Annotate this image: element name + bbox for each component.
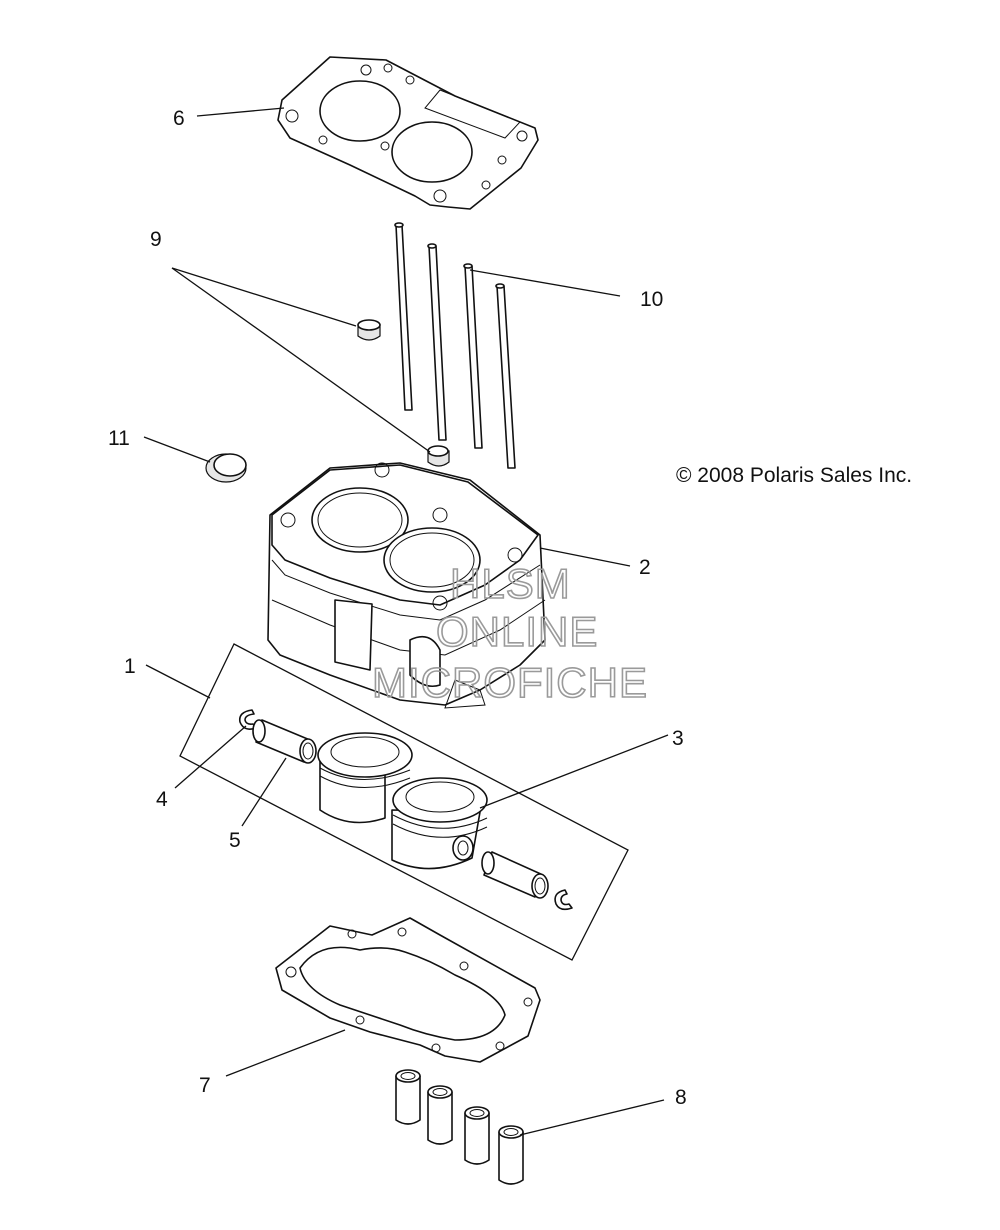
leader-lines: [143, 107, 669, 1136]
head-gasket: [277, 56, 539, 210]
callout-10: 10: [640, 288, 663, 311]
pistons: [317, 732, 488, 870]
base-gasket: [275, 917, 541, 1063]
piston-kit-frame: [179, 643, 629, 961]
dowel-sleeves: [395, 1069, 524, 1185]
callout-7: 7: [199, 1074, 211, 1097]
cylinder-block: [267, 462, 546, 709]
wrist-pins: [252, 719, 549, 899]
callout-1: 1: [124, 655, 136, 678]
callout-8: 8: [675, 1086, 687, 1109]
callout-6: 6: [173, 107, 185, 130]
watermark-line-1: HLSM: [450, 560, 571, 607]
callout-5: 5: [229, 829, 241, 852]
callout-3: 3: [672, 727, 684, 750]
watermark: HLSM ONLINE MICROFICHE: [371, 559, 648, 707]
cylinder-plug: [205, 453, 247, 483]
callouts: 6 9 10 11 2 1 3 4 5 7 8: [108, 107, 687, 1109]
copyright-text: © 2008 Polaris Sales Inc.: [676, 464, 912, 487]
watermark-line-3: MICROFICHE: [372, 659, 648, 706]
dowel-pins: [357, 319, 450, 467]
watermark-line-2: ONLINE: [436, 608, 598, 655]
callout-9: 9: [150, 228, 162, 251]
callout-11: 11: [108, 427, 130, 450]
callout-2: 2: [639, 556, 651, 579]
cylinder-studs: [394, 222, 516, 469]
callout-4: 4: [156, 788, 168, 811]
circlips: [238, 709, 573, 911]
